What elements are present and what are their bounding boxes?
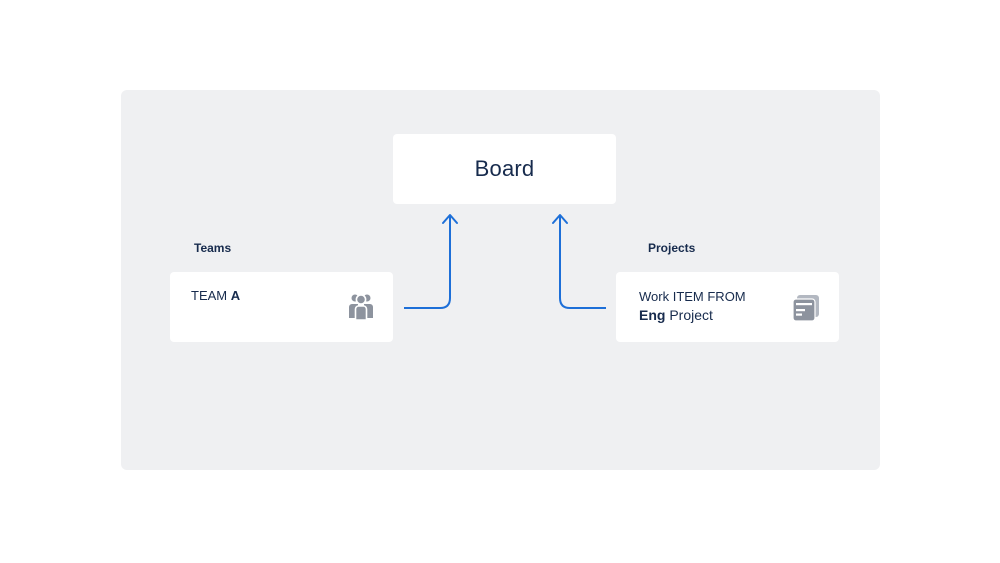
project-to-board-arrow bbox=[559, 216, 606, 309]
project-word: Project bbox=[669, 307, 713, 323]
team-prefix: TEAM bbox=[191, 288, 228, 303]
board-card: Board bbox=[393, 134, 616, 204]
project-key: Eng bbox=[639, 307, 666, 323]
team-to-board-arrow bbox=[404, 216, 451, 309]
projects-section-label: Projects bbox=[648, 241, 696, 255]
team-arrowhead bbox=[442, 214, 458, 224]
people-icon bbox=[349, 294, 373, 320]
team-label: TEAM A bbox=[191, 288, 240, 303]
project-line2: Eng Project bbox=[639, 306, 746, 325]
project-line1: Work ITEM FROM bbox=[639, 289, 746, 304]
team-card: TEAM A bbox=[170, 272, 393, 342]
project-card: Work ITEM FROM Eng Project bbox=[616, 272, 839, 342]
project-arrowhead bbox=[552, 214, 568, 224]
project-board-icon bbox=[792, 295, 819, 322]
teams-section-label: Teams bbox=[194, 241, 232, 255]
board-title: Board bbox=[474, 156, 535, 181]
project-label: Work ITEM FROM Eng Project bbox=[639, 287, 746, 325]
team-name: A bbox=[230, 288, 241, 303]
